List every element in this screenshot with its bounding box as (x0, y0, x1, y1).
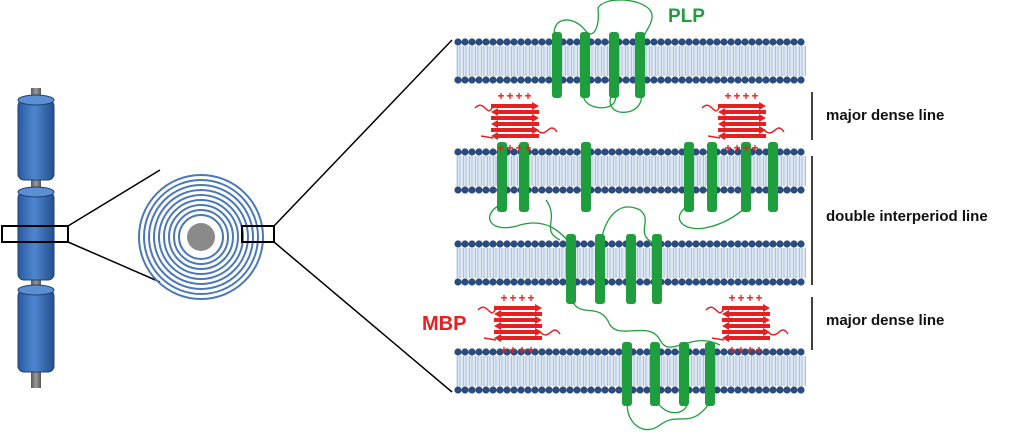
svg-text:+: + (497, 141, 504, 155)
plp-helix (650, 342, 660, 406)
plp-helix (581, 142, 591, 212)
mbp-protein: ++++++++ (706, 291, 788, 357)
svg-text:+: + (746, 291, 753, 305)
plp-label: PLP (668, 6, 705, 28)
svg-text:+: + (724, 89, 731, 103)
major-dense-line-label-bottom: major dense line (826, 312, 944, 329)
svg-text:+: + (733, 141, 740, 155)
svg-text:+: + (506, 89, 513, 103)
plp-helix (566, 234, 576, 304)
plp-helix (684, 142, 694, 212)
mbp-label: MBP (422, 313, 466, 336)
svg-text:+: + (728, 291, 735, 305)
svg-text:+: + (518, 291, 525, 305)
svg-text:+: + (524, 141, 531, 155)
plp-helix (679, 342, 689, 406)
plp-helix (652, 234, 662, 304)
svg-text:+: + (751, 141, 758, 155)
plp-helix (580, 32, 590, 98)
lipid-bilayer (454, 38, 806, 83)
plp-helix (707, 142, 717, 212)
svg-text:+: + (527, 343, 534, 357)
svg-text:+: + (728, 343, 735, 357)
svg-text:+: + (500, 343, 507, 357)
myelin-segment-top (18, 95, 54, 180)
svg-text:+: + (515, 141, 522, 155)
major-dense-line-label-top: major dense line (826, 107, 944, 124)
svg-text:+: + (742, 141, 749, 155)
svg-text:+: + (500, 291, 507, 305)
svg-text:+: + (737, 343, 744, 357)
double-interperiod-line-label: double interperiod line (826, 208, 988, 225)
zoom-lines-right (274, 40, 452, 392)
svg-text:+: + (509, 291, 516, 305)
plp-helix (626, 234, 636, 304)
cross-section-axon (187, 223, 215, 251)
myelinated-axon (2, 88, 68, 388)
svg-text:+: + (509, 343, 516, 357)
svg-text:+: + (737, 291, 744, 305)
svg-text:+: + (742, 89, 749, 103)
plp-helix (552, 32, 562, 98)
plp-helix (609, 32, 619, 98)
svg-text:+: + (724, 141, 731, 155)
svg-text:+: + (515, 89, 522, 103)
svg-text:+: + (527, 291, 534, 305)
svg-text:+: + (733, 89, 740, 103)
svg-text:+: + (755, 343, 762, 357)
svg-text:+: + (497, 89, 504, 103)
plp-helix (622, 342, 632, 406)
myelin-segment-bottom (18, 285, 54, 372)
mbp-protein: ++++++++ (478, 291, 560, 357)
svg-text:+: + (746, 343, 753, 357)
svg-text:+: + (518, 343, 525, 357)
myelin-segment-middle (18, 187, 54, 280)
lipid-bilayer (454, 148, 806, 193)
plp-helix (705, 342, 715, 406)
plp-helix (635, 32, 645, 98)
plp-helix (595, 234, 605, 304)
svg-text:+: + (755, 291, 762, 305)
mbp-protein: ++++++++ (475, 89, 557, 155)
svg-text:+: + (751, 89, 758, 103)
svg-text:+: + (506, 141, 513, 155)
mbp-clusters: ++++++++++++++++++++++++++++++++ (475, 89, 788, 357)
svg-text:+: + (524, 89, 531, 103)
myelin-cross-section (139, 175, 274, 299)
plp-helix (768, 142, 778, 212)
